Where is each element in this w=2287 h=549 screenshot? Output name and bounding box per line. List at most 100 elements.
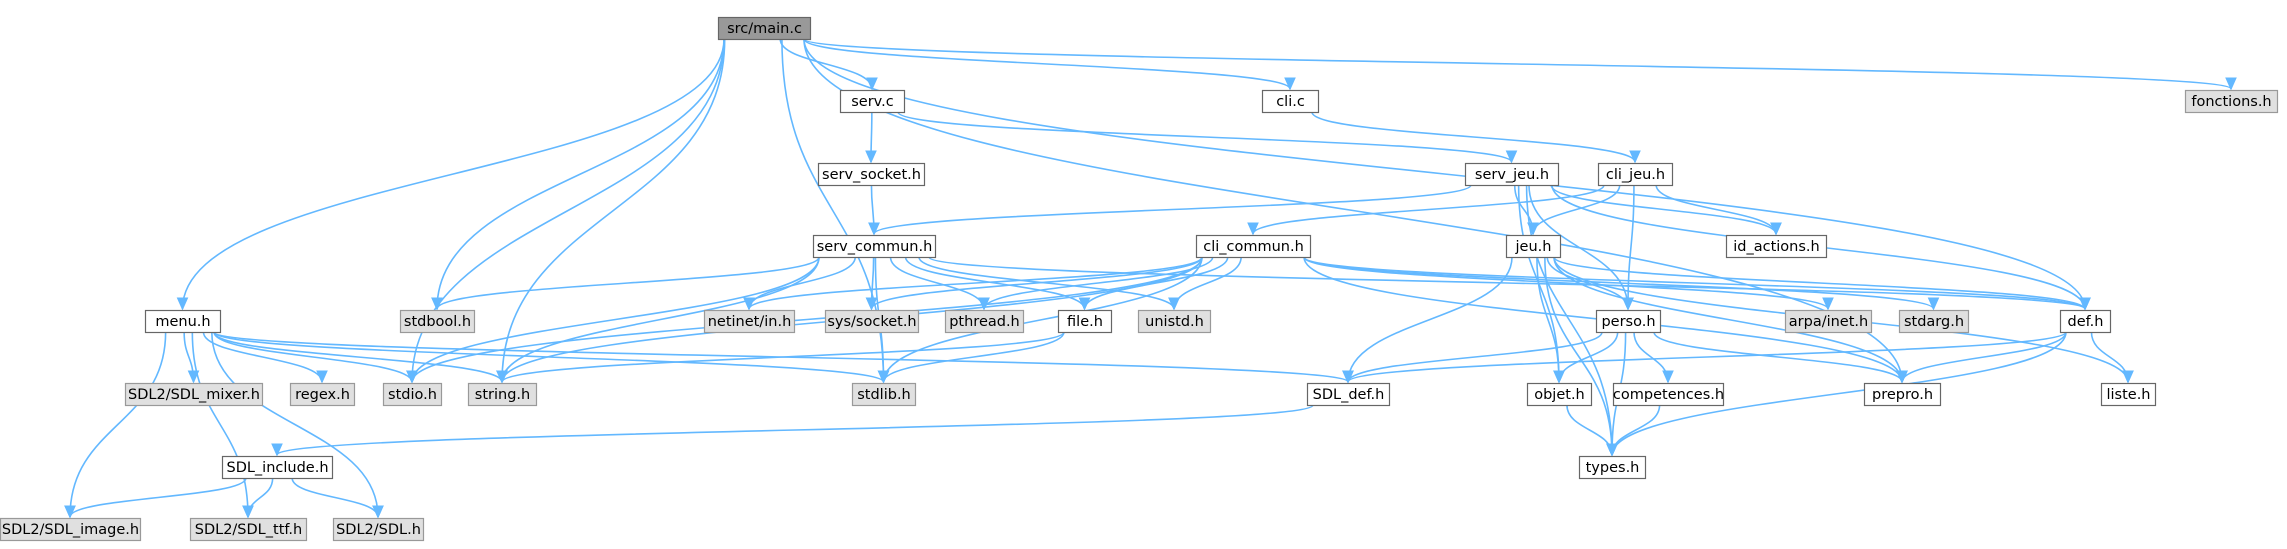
node-box — [332, 517, 425, 542]
edge-serv_jeu_h-to-serv_commun_h — [874, 184, 1472, 234]
node-label: fonctions.h — [2191, 94, 2271, 110]
node-netinet-h: netinet/in.h — [703, 309, 796, 334]
nodes-layer: src/main.c menu.h serv.c cli.c fonctions.h se… — [0, 16, 2279, 542]
edge-def_h-to-types_h — [1612, 331, 2067, 455]
node-box — [1505, 234, 1562, 259]
node-box — [717, 16, 812, 41]
node-box — [289, 382, 356, 407]
edge-serv_socket_h-to-serv_commun_h — [871, 184, 874, 234]
edge-cli_commun_h-to-arpainet_h — [1303, 256, 1828, 309]
node-box — [1725, 234, 1828, 259]
edge-menu_h-to-sdl_image_h — [70, 331, 167, 517]
node-unistd-h: unistd.h — [1137, 309, 1212, 334]
node-box — [1578, 455, 1647, 480]
node-label: SDL2/SDL_ttf.h — [195, 522, 302, 538]
node-label: serv.c — [851, 94, 894, 110]
edge-menu_h-to-sdl_ttf_h — [191, 331, 248, 517]
node-box — [2100, 382, 2157, 407]
node-sdl-def-h[interactable]: SDL_def.h — [1306, 382, 1391, 407]
edge-main_c-to-def_h — [803, 38, 2085, 309]
node-serv-c[interactable]: serv.c — [839, 89, 906, 114]
node-sdl-include-h[interactable]: SDL_include.h — [221, 455, 334, 480]
node-box — [221, 455, 334, 480]
node-def-h[interactable]: def.h — [2059, 309, 2112, 334]
node-label: SDL_include.h — [226, 460, 328, 476]
node-competences-h[interactable]: competences.h — [1612, 382, 1725, 407]
node-label: arpa/inet.h — [1789, 314, 1868, 330]
node-label: SDL2/SDL_mixer.h — [128, 387, 260, 403]
node-liste-h[interactable]: liste.h — [2100, 382, 2157, 407]
node-jeu-h[interactable]: jeu.h — [1505, 234, 1562, 259]
node-regex-h: regex.h — [289, 382, 356, 407]
edge-serv_jeu_h-to-id_actions_h — [1550, 184, 1776, 234]
node-box — [1057, 309, 1113, 334]
node-cli-commun-h[interactable]: cli_commun.h — [1195, 234, 1312, 259]
node-label: serv_commun.h — [817, 239, 933, 255]
edge-perso_h-to-competences_h — [1633, 331, 1668, 382]
edge-perso_h-to-prepro_h — [1653, 331, 1902, 382]
edge-cli_jeu_h-to-jeu_h — [1533, 184, 1621, 234]
node-box — [1464, 162, 1560, 187]
node-menu-h[interactable]: menu.h — [144, 309, 222, 334]
edge-def_h-to-sdl_def_h — [1348, 331, 2067, 382]
edge-sdl_include_h-to-sdl_h — [291, 477, 378, 517]
edge-def_h-to-prepro_h — [1902, 331, 2067, 382]
node-box — [2184, 89, 2279, 114]
node-types-h[interactable]: types.h — [1578, 455, 1647, 480]
node-box — [144, 309, 222, 334]
node-box — [124, 382, 264, 407]
node-box — [0, 517, 142, 542]
node-sdl-image-h: SDL2/SDL_image.h — [0, 517, 142, 542]
edge-cli_commun_h-to-stdio_h — [412, 256, 1203, 382]
edge-jeu_h-to-perso_h — [1546, 256, 1628, 309]
node-objet-h[interactable]: objet.h — [1526, 382, 1593, 407]
node-prepro-h[interactable]: prepro.h — [1863, 382, 1942, 407]
node-stdbool-h: stdbool.h — [399, 309, 476, 334]
node-box — [399, 309, 476, 334]
node-label: stdlib.h — [857, 387, 911, 403]
node-label: cli_commun.h — [1203, 239, 1304, 255]
node-box — [1137, 309, 1212, 334]
node-label: liste.h — [2106, 387, 2150, 403]
edge-cli_commun_h-to-def_h — [1303, 256, 2085, 309]
node-label: pthread.h — [949, 314, 1020, 330]
edge-menu_h-to-sdl_def_h — [213, 331, 1348, 382]
edge-cli_c-to-cli_jeu_h — [1311, 111, 1635, 162]
node-string-h: string.h — [467, 382, 538, 407]
node-serv-jeu-h[interactable]: serv_jeu.h — [1464, 162, 1560, 187]
node-perso-h[interactable]: perso.h — [1595, 309, 1662, 334]
edge-cli_jeu_h-to-cli_commun_h — [1253, 184, 1605, 234]
edge-serv_commun_h-to-stdio_h — [412, 256, 820, 382]
edge-main_c-to-stdbool_h — [437, 38, 725, 309]
edge-serv_commun_h-to-file_h — [904, 256, 1085, 309]
node-label: objet.h — [1534, 387, 1585, 403]
node-file-h[interactable]: file.h — [1057, 309, 1113, 334]
node-serv-commun-h[interactable]: serv_commun.h — [812, 234, 937, 259]
edge-main_c-to-serv_c — [779, 38, 872, 89]
node-label: unistd.h — [1145, 314, 1204, 330]
node-cli-c[interactable]: cli.c — [1261, 89, 1320, 114]
edge-serv_c-to-serv_jeu_h — [897, 111, 1512, 162]
node-serv-socket-h[interactable]: serv_socket.h — [817, 162, 926, 187]
node-label: prepro.h — [1872, 387, 1933, 403]
edge-perso_h-to-sdl_def_h — [1348, 331, 1603, 382]
node-label: stdbool.h — [404, 314, 471, 330]
node-box — [1612, 382, 1725, 407]
node-syssocket-h: sys/socket.h — [824, 309, 920, 334]
node-box — [1306, 382, 1391, 407]
edge-cli_commun_h-to-stdarg_h — [1303, 256, 1934, 309]
node-label: file.h — [1067, 314, 1103, 330]
node-stdio-h: stdio.h — [382, 382, 443, 407]
edge-cli_commun_h-to-file_h — [1085, 256, 1229, 309]
node-box — [851, 382, 917, 407]
edges-layer — [70, 38, 2231, 517]
edge-sdl_def_h-to-sdl_include_h — [277, 404, 1314, 455]
node-cli-jeu-h[interactable]: cli_jeu.h — [1597, 162, 1674, 187]
node-label: SDL2/SDL_image.h — [2, 522, 139, 538]
node-id-actions-h[interactable]: id_actions.h — [1725, 234, 1828, 259]
edge-cli_jeu_h-to-id_actions_h — [1655, 184, 1776, 234]
node-main-c[interactable]: src/main.c — [717, 16, 812, 41]
node-label: SDL_def.h — [1313, 387, 1385, 403]
node-label: perso.h — [1601, 314, 1655, 330]
node-label: competences.h — [1613, 387, 1724, 403]
